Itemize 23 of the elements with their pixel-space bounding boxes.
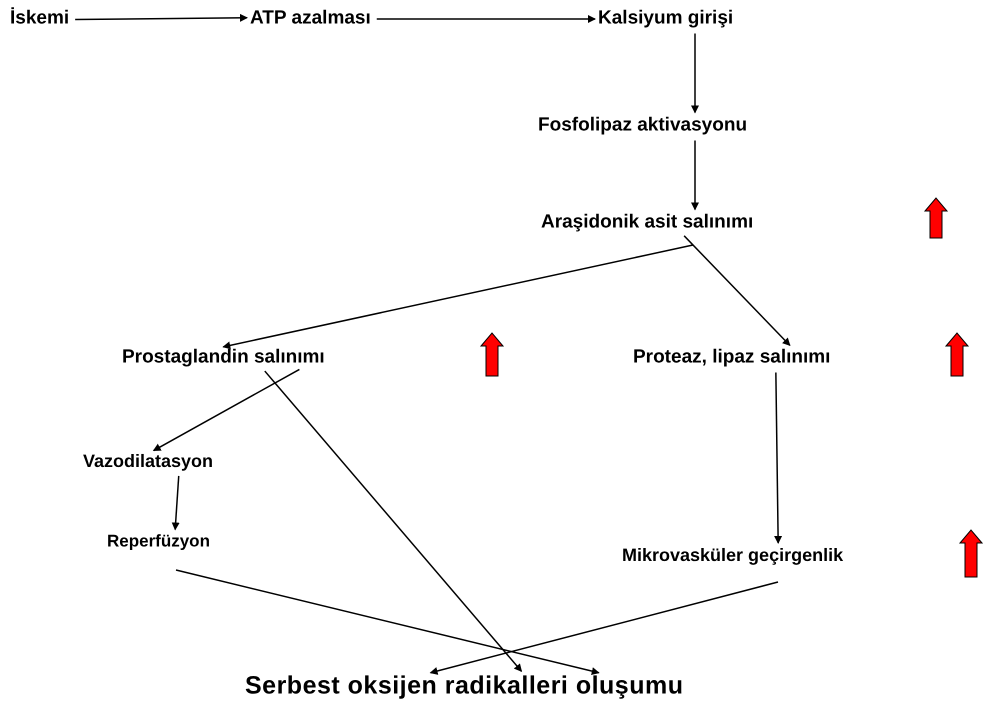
arrow (684, 235, 790, 346)
step-label: ATP azalması (250, 8, 371, 28)
step-label: Araşidonik asit salınımı (541, 212, 754, 232)
arrow (222, 244, 694, 350)
arrow (264, 370, 522, 672)
arrow (430, 581, 778, 675)
step-label: Reperfüzyon (107, 532, 210, 550)
arrow (75, 14, 248, 22)
step-label: İskemi (10, 8, 70, 28)
step-label: Vazodilatasyon (83, 452, 214, 470)
arrow (691, 140, 699, 210)
arrow (172, 476, 180, 530)
arrow (176, 569, 600, 676)
step-label: Fosfolipaz aktivasyonu (538, 116, 748, 134)
arrow (152, 368, 300, 452)
step-label: Serbest oksijen radikalleri oluşumu (245, 674, 684, 698)
arrow (774, 372, 782, 544)
arrow (376, 15, 596, 23)
step-label: Proteaz, lipaz salınımı (633, 348, 830, 366)
step-label: Prostaglandin salınımı (122, 348, 325, 366)
arrow (691, 34, 699, 114)
step-label: Mikrovasküler geçirgenlik (622, 546, 844, 564)
step-label: Kalsiyum girişi (598, 8, 734, 28)
